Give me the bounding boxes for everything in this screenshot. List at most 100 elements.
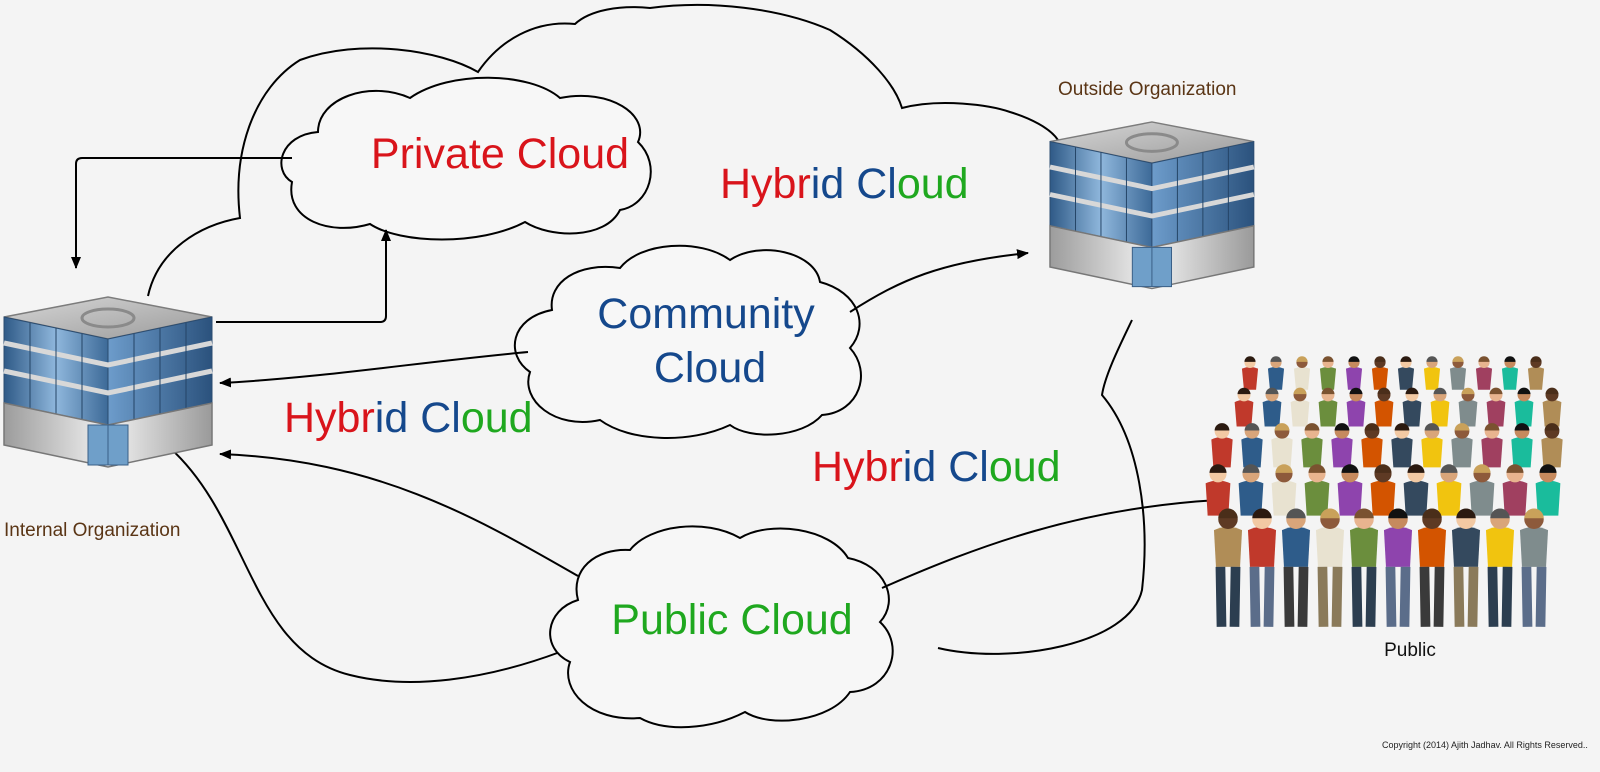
crowd-person-hair xyxy=(1244,356,1256,362)
crowd-person-body xyxy=(1238,480,1264,516)
crowd-person-body xyxy=(1469,480,1495,516)
crowd-person-hair xyxy=(1286,508,1306,519)
crowd-person-body xyxy=(1281,526,1311,567)
crowd-person xyxy=(1331,423,1353,468)
crowd-person xyxy=(1371,356,1389,390)
crowd-person-hair xyxy=(1514,423,1530,431)
crowd-person-hair xyxy=(1308,464,1326,473)
crowd-person xyxy=(1421,423,1443,468)
hybrid-cloud-label-right: Hybrid Cloud xyxy=(812,443,1061,491)
crowd-person-legs xyxy=(1487,566,1513,627)
hybrid-cloud-outline-right xyxy=(937,319,1146,655)
hybrid-label-part: Hyb xyxy=(284,394,360,442)
crowd-person-body xyxy=(1304,480,1330,516)
crowd-person-legs xyxy=(1385,566,1411,627)
crowd-person-body xyxy=(1271,480,1297,516)
crowd-person xyxy=(1247,508,1277,627)
crowd-person xyxy=(1417,508,1447,627)
hybrid-label-part: id xyxy=(375,394,408,442)
crowd-person-hair xyxy=(1349,387,1363,395)
crowd-person-legs xyxy=(1215,566,1241,627)
crowd-person-body xyxy=(1205,480,1231,516)
crowd-person-body xyxy=(1486,399,1506,427)
crowd-person xyxy=(1370,464,1396,516)
crowd-person-hair xyxy=(1405,387,1419,395)
crowd-person-body xyxy=(1421,437,1443,468)
crowd-person xyxy=(1423,356,1441,390)
crowd-person-hair xyxy=(1433,387,1447,395)
crowd-person-hair xyxy=(1237,387,1251,395)
crowd-person-legs xyxy=(1317,566,1343,627)
crowd-person-body xyxy=(1271,437,1293,468)
crowd-person-hair xyxy=(1321,387,1335,395)
arrow-public-to-people xyxy=(881,495,1219,589)
crowd-person xyxy=(1271,423,1293,468)
crowd-person-legs xyxy=(1351,566,1377,627)
crowd-person xyxy=(1361,423,1383,468)
crowd-person-hair xyxy=(1484,423,1500,431)
hybrid-cloud-outline-bottom xyxy=(169,447,561,683)
crowd-person-body xyxy=(1213,526,1243,567)
public-cloud-label: Public Cloud xyxy=(611,596,852,644)
crowd-person-hair xyxy=(1517,387,1531,395)
crowd-person xyxy=(1475,356,1493,390)
crowd-person-body xyxy=(1345,366,1363,390)
crowd-person-hair xyxy=(1524,508,1544,519)
community-cloud-label-line2: Cloud xyxy=(654,344,766,392)
crowd-person-hair xyxy=(1218,508,1238,519)
private-cloud-shape xyxy=(280,76,652,241)
crowd-person xyxy=(1397,356,1415,390)
crowd-person-hair xyxy=(1322,356,1334,362)
crowd-person-body xyxy=(1293,366,1311,390)
crowd-person-body xyxy=(1527,366,1545,390)
crowd-person xyxy=(1541,423,1563,468)
crowd-person-hair xyxy=(1348,356,1360,362)
crowd-person-hair xyxy=(1377,387,1391,395)
crowd-person-hair xyxy=(1270,356,1282,362)
crowd-person xyxy=(1262,387,1282,427)
crowd-person xyxy=(1542,387,1562,427)
crowd-person-hair xyxy=(1374,464,1392,473)
crowd-person xyxy=(1241,423,1263,468)
crowd-person xyxy=(1337,464,1363,516)
crowd-person-hair xyxy=(1296,356,1308,362)
crowd-person-body xyxy=(1349,526,1379,567)
crowd-person-legs xyxy=(1453,566,1479,627)
hybrid-label-part: oud xyxy=(461,394,533,442)
crowd-person xyxy=(1267,356,1285,390)
arrow-private-to-internal xyxy=(71,157,292,269)
crowd-person-body xyxy=(1301,437,1323,468)
crowd-person-hair xyxy=(1490,508,1510,519)
crowd-person xyxy=(1345,356,1363,390)
crowd-person xyxy=(1511,423,1533,468)
crowd-person-body xyxy=(1514,399,1534,427)
crowd-person-legs xyxy=(1419,566,1445,627)
crowd-person-hair xyxy=(1440,464,1458,473)
crowd-person xyxy=(1374,387,1394,427)
crowd-person-body xyxy=(1403,480,1429,516)
hybrid-cloud-label-top: Hybrid Cloud xyxy=(720,160,969,208)
outside-organization-caption: Outside Organization xyxy=(1058,79,1237,100)
crowd-person xyxy=(1318,387,1338,427)
crowd-person xyxy=(1469,464,1495,516)
crowd-person xyxy=(1211,423,1233,468)
crowd-person-hair xyxy=(1452,356,1464,362)
crowd-person-body xyxy=(1361,437,1383,468)
crowd-person-hair xyxy=(1539,464,1557,473)
crowd-person-body xyxy=(1451,526,1481,567)
crowd-person-hair xyxy=(1394,423,1410,431)
crowd-person-hair xyxy=(1265,387,1279,395)
crowd-person-body xyxy=(1417,526,1447,567)
public-cloud-shape xyxy=(549,525,894,729)
crowd-person xyxy=(1234,387,1254,427)
crowd-person xyxy=(1481,423,1503,468)
crowd-person-body xyxy=(1290,399,1310,427)
crowd-person-body xyxy=(1241,437,1263,468)
crowd-person-hair xyxy=(1504,356,1516,362)
crowd-person-hair xyxy=(1424,423,1440,431)
crowd-person-body xyxy=(1383,526,1413,567)
hybrid-label-part: id xyxy=(811,160,844,208)
crowd-person-body xyxy=(1370,480,1396,516)
internal-organization-building xyxy=(4,297,212,467)
crowd-person-hair xyxy=(1274,423,1290,431)
